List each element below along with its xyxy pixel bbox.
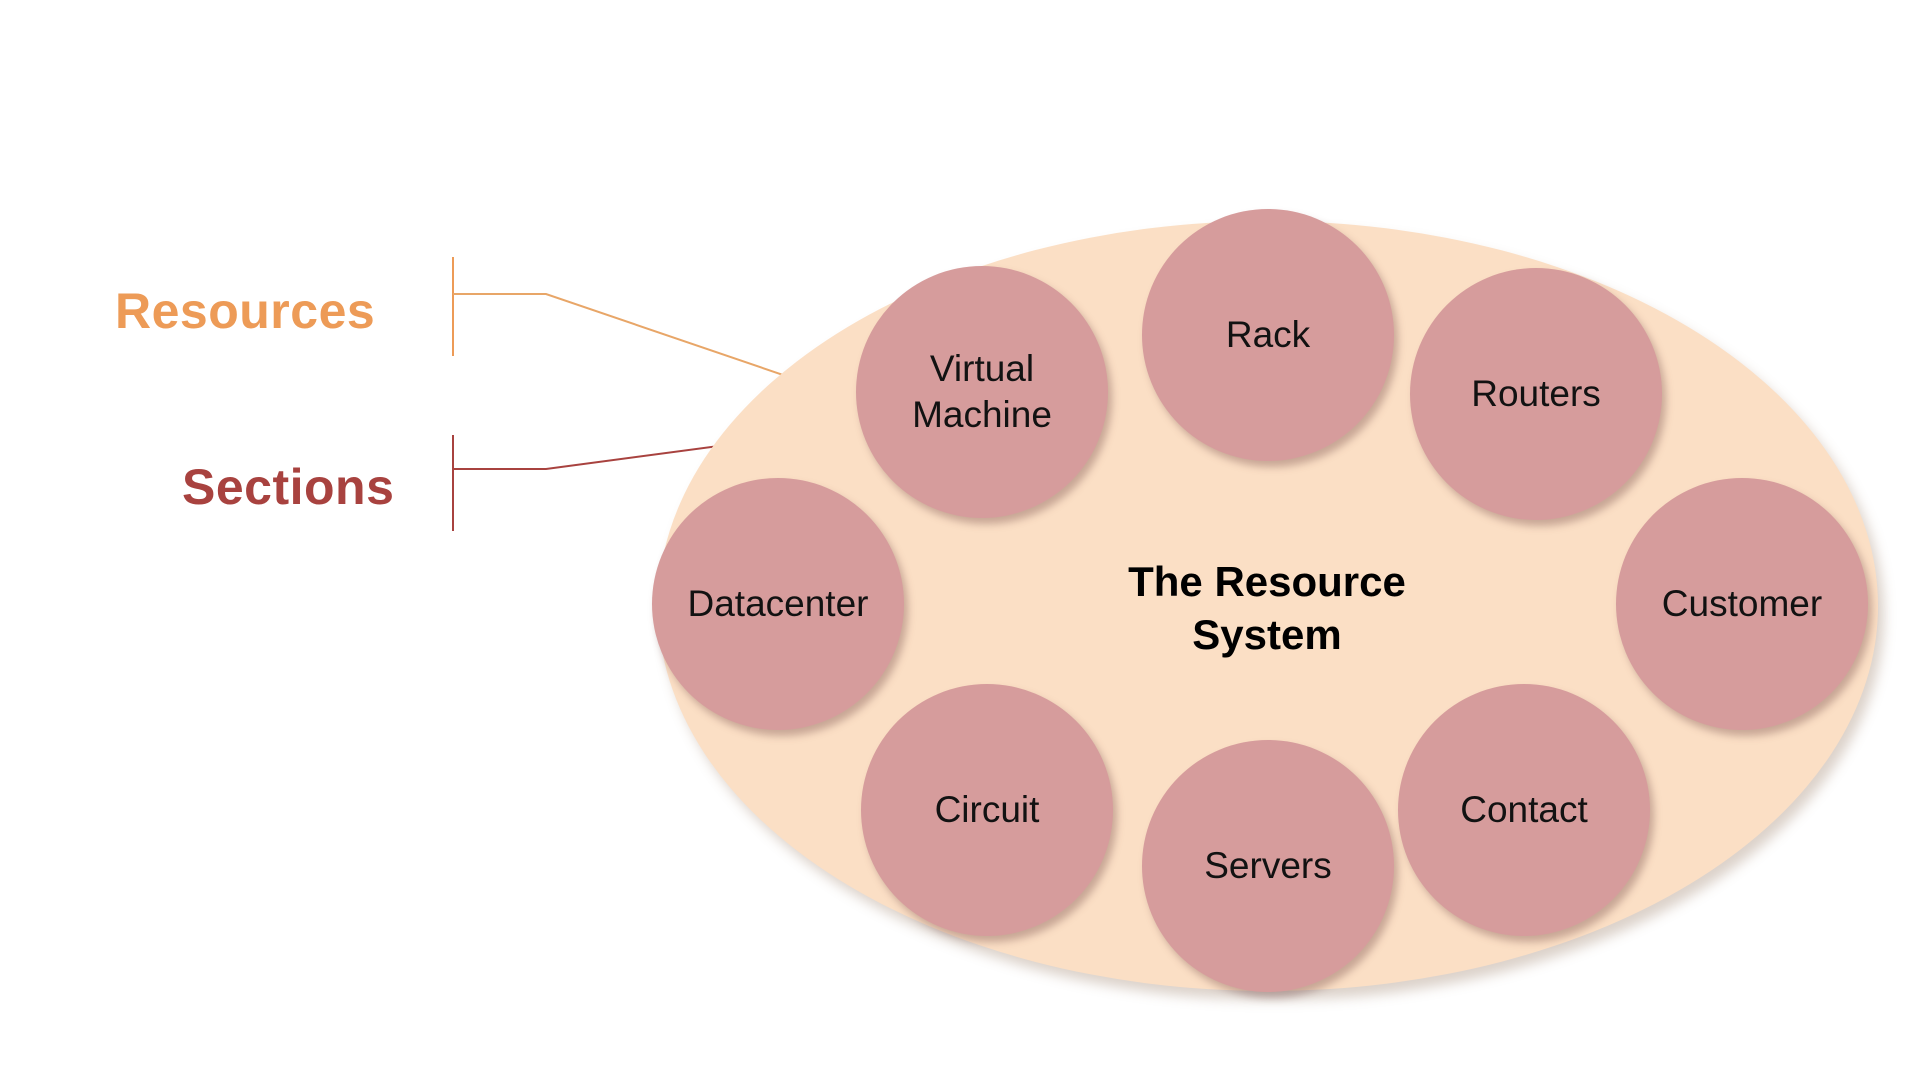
resources-label: Resources: [115, 283, 376, 339]
node-routers: Routers: [1410, 268, 1662, 520]
node-contact: Contact: [1398, 684, 1650, 936]
node-virtual-machine-label: Virtual Machine: [912, 347, 1052, 435]
node-datacenter: Datacenter: [652, 478, 904, 730]
sections-label: Sections: [182, 459, 395, 515]
node-servers-label: Servers: [1204, 844, 1332, 886]
node-servers: Servers: [1142, 740, 1394, 992]
node-customer-label: Customer: [1661, 582, 1823, 624]
node-routers-label: Routers: [1471, 372, 1601, 414]
node-contact-label: Contact: [1460, 788, 1588, 830]
node-datacenter-label: Datacenter: [687, 582, 869, 624]
node-customer: Customer: [1616, 478, 1868, 730]
diagram-title: The Resource System: [1128, 558, 1406, 658]
node-circuit-label: Circuit: [934, 788, 1040, 830]
resources-leader-line: [453, 293, 831, 392]
node-rack-label: Rack: [1225, 313, 1311, 355]
node-rack: Rack: [1142, 209, 1394, 461]
node-circuit: Circuit: [861, 684, 1113, 936]
node-virtual-machine: Virtual Machine: [856, 266, 1108, 518]
